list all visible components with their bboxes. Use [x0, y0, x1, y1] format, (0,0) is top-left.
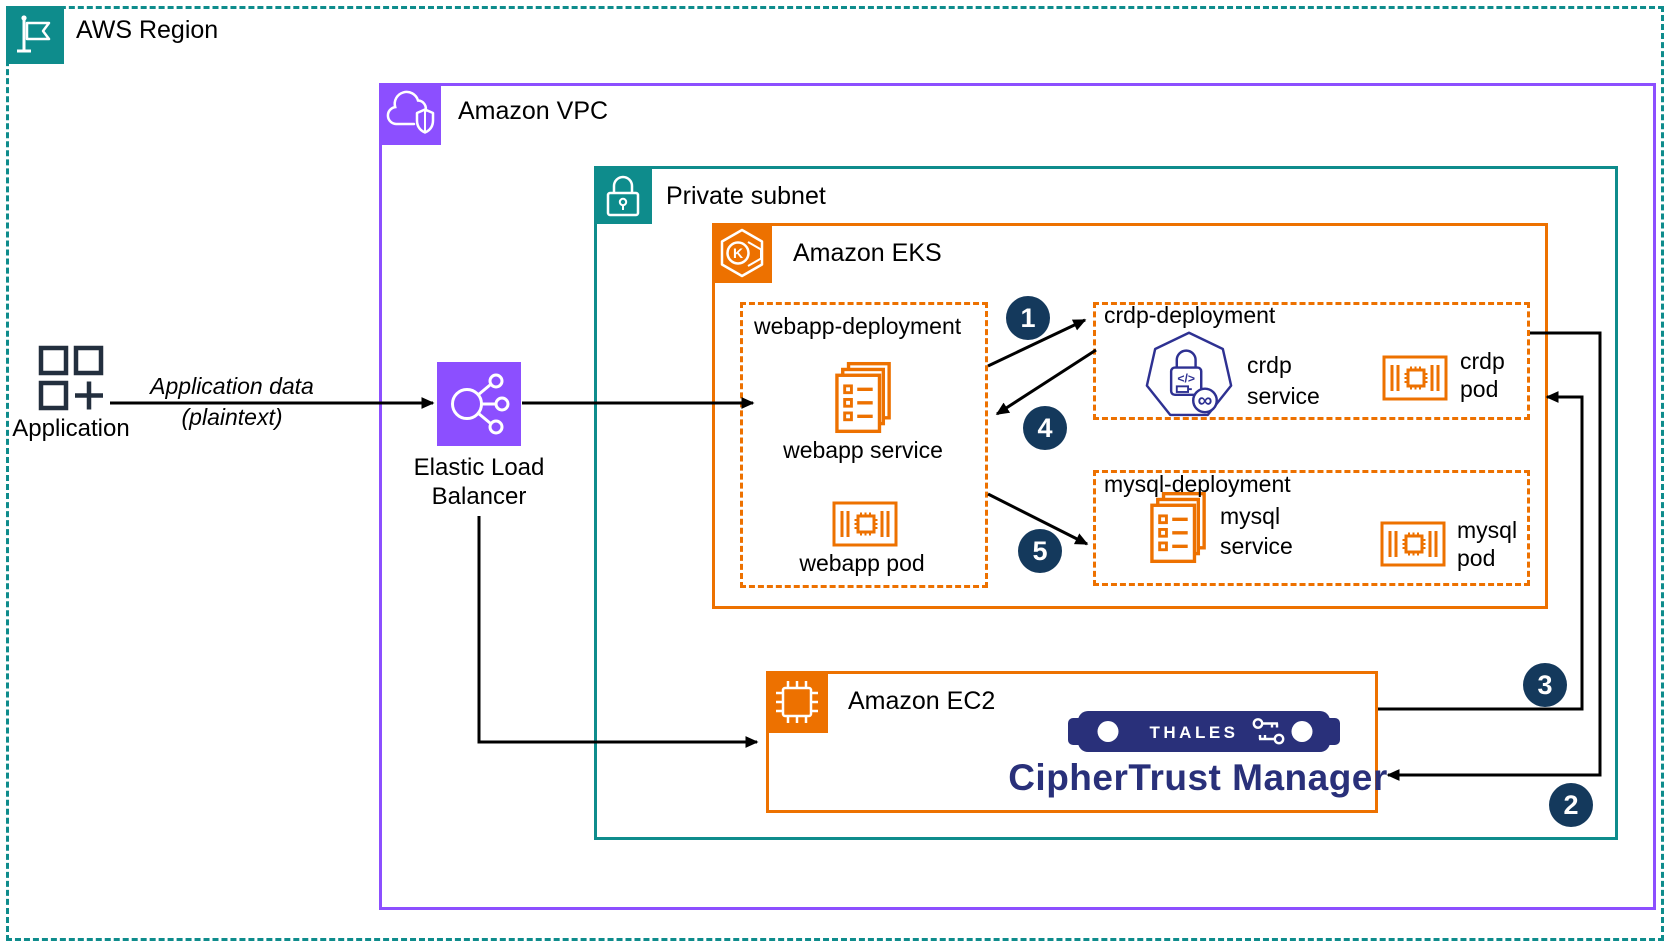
webapp-deployment-box: [740, 302, 988, 588]
mysql-service-label-line1: mysql: [1220, 503, 1281, 529]
crdp-pod-label-line2: pod: [1460, 376, 1499, 402]
ciphertrust-manager-label: CipherTrust Manager: [1008, 757, 1388, 798]
crdp-pod-icon: [1382, 355, 1448, 401]
crdp-service-label-line1: crdp: [1247, 352, 1292, 378]
mysql-pod-icon: [1380, 521, 1446, 567]
thales-logo-text: THALES: [1150, 723, 1239, 742]
webapp-service-label: webapp service: [783, 437, 943, 463]
step-badge-4: 4: [1023, 406, 1067, 450]
webapp-deployment-title: webapp-deployment: [754, 313, 962, 339]
infinity-glyph: ∞: [1198, 389, 1213, 412]
crdp-pod-label-line1: crdp: [1460, 348, 1505, 374]
ec2-label: Amazon EC2: [848, 687, 996, 715]
elb-icon: [437, 362, 521, 446]
elb-label-line1: Elastic Load: [413, 454, 545, 481]
crdp-code-glyph: </>: [1177, 372, 1195, 386]
step-badge-3: 3: [1523, 663, 1567, 707]
private-subnet-box: [594, 166, 1618, 840]
webapp-pod-icon: [832, 501, 898, 547]
thales-keys-icon: [1252, 718, 1285, 745]
region-flag-icon: [6, 6, 64, 64]
step-badge-2: 2: [1549, 783, 1593, 827]
eks-icon: K: [712, 223, 772, 283]
vpc-label: Amazon VPC: [458, 97, 609, 125]
ec2-box: [766, 671, 1378, 813]
eks-label: Amazon EKS: [793, 239, 942, 267]
thales-appliance: THALES: [1066, 709, 1342, 754]
vpc-icon: [379, 83, 441, 145]
flow-label-line1: Application data: [150, 373, 314, 399]
step-badge-5: 5: [1018, 529, 1062, 573]
flow-label-line2: (plaintext): [181, 404, 283, 430]
mysql-pod-label-line2: pod: [1457, 545, 1496, 571]
mysql-service-label-line2: service: [1220, 533, 1293, 559]
ec2-icon: [766, 671, 828, 733]
webapp-service-icon: [835, 361, 893, 434]
webapp-pod-label: webapp pod: [799, 550, 925, 576]
eks-k-letter: K: [733, 245, 743, 261]
region-label: AWS Region: [76, 16, 219, 44]
mysql-deployment-title: mysql-deployment: [1104, 471, 1291, 497]
private-subnet-lock-icon: [594, 166, 652, 224]
crdp-service-icon: </> ∞: [1142, 329, 1236, 423]
mysql-service-icon: [1150, 491, 1208, 564]
application-label: Application: [12, 415, 130, 442]
mysql-pod-label-line1: mysql: [1457, 517, 1518, 543]
aws-region-box: [6, 6, 1664, 941]
step-badge-1: 1: [1006, 296, 1050, 340]
subnet-label: Private subnet: [666, 182, 826, 210]
crdp-service-label-line2: service: [1247, 383, 1320, 409]
crdp-deployment-title: crdp-deployment: [1104, 302, 1276, 328]
vpc-box: [379, 83, 1656, 910]
application-icon: [38, 345, 104, 411]
elb-label-line2: Balancer: [431, 483, 527, 510]
